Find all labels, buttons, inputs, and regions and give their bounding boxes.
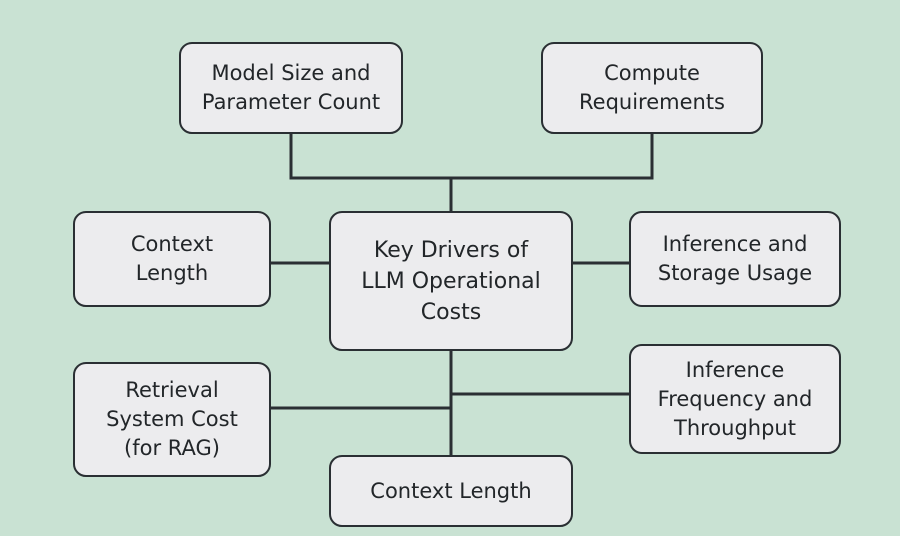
node-context-length-bottom: Context Length <box>329 455 573 527</box>
node-context-length-left: Context Length <box>73 211 271 307</box>
node-inference-frequency: Inference Frequency and Throughput <box>629 344 841 454</box>
node-compute-requirements: Compute Requirements <box>541 42 763 134</box>
node-model-size: Model Size and Parameter Count <box>179 42 403 134</box>
node-retrieval-system-cost: Retrieval System Cost (for RAG) <box>73 362 271 477</box>
node-key-drivers-center: Key Drivers of LLM Operational Costs <box>329 211 573 351</box>
node-inference-storage: Inference and Storage Usage <box>629 211 841 307</box>
